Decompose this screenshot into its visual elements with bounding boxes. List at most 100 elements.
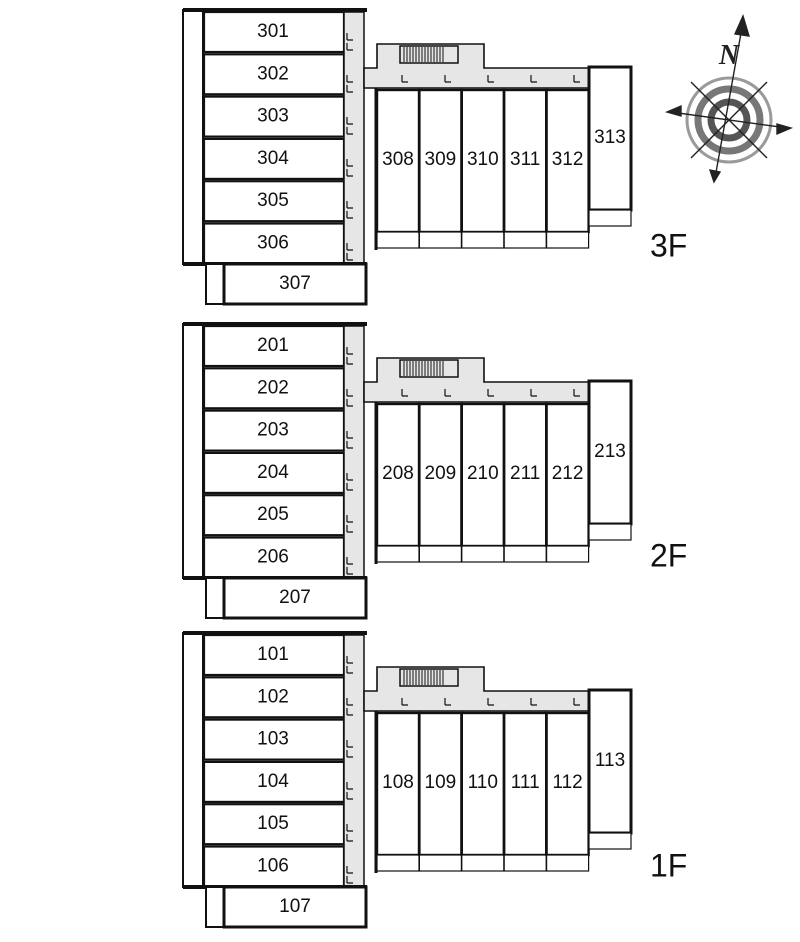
unit-103 <box>202 718 346 761</box>
unit-label-313: 313 <box>594 127 626 148</box>
door-mark <box>346 243 353 251</box>
unit-303 <box>202 95 346 138</box>
unit-113 <box>587 688 633 835</box>
balcony-213 <box>588 523 632 541</box>
door-mark <box>573 75 580 83</box>
balcony-113 <box>588 832 632 850</box>
door-mark <box>573 698 580 706</box>
unit-101 <box>202 633 346 677</box>
door-mark <box>444 75 451 83</box>
floor-label-1f: 1F <box>650 847 687 883</box>
door-mark <box>346 824 353 832</box>
door-mark <box>346 567 353 575</box>
unit-label-205: 205 <box>257 504 289 525</box>
unit-label-112: 112 <box>552 772 582 793</box>
unit-102 <box>202 676 346 719</box>
door-mark <box>487 389 494 397</box>
door-mark <box>487 75 494 83</box>
door-mark <box>346 127 353 135</box>
unit-label-210: 210 <box>467 463 499 484</box>
unit-label-108: 108 <box>382 772 414 793</box>
unit-label-111: 111 <box>511 772 540 793</box>
balcony-208 <box>376 545 420 563</box>
unit-311 <box>503 88 548 234</box>
door-mark <box>346 159 353 167</box>
unit-207 <box>222 576 368 620</box>
door-mark <box>346 347 353 355</box>
unit-label-302: 302 <box>257 63 289 84</box>
balcony-108 <box>376 854 420 872</box>
north-arrow-icon <box>733 13 750 37</box>
unit-label-101: 101 <box>257 644 289 665</box>
door-mark <box>346 782 353 790</box>
door-mark <box>573 389 580 397</box>
door-mark <box>346 201 353 209</box>
unit-302 <box>202 53 346 96</box>
balcony-309 <box>418 231 462 249</box>
balcony-209 <box>418 545 462 563</box>
compass-rose: N <box>664 13 794 184</box>
door-mark <box>346 431 353 439</box>
west-balcony <box>182 323 204 579</box>
unit-label-110: 110 <box>468 772 498 793</box>
unit-label-209: 209 <box>425 463 457 484</box>
unit-label-106: 106 <box>257 856 289 877</box>
unit-label-105: 105 <box>257 813 289 834</box>
unit-label-103: 103 <box>257 729 289 750</box>
unit-309 <box>418 88 463 234</box>
door-mark <box>346 876 353 884</box>
unit-label-306: 306 <box>257 233 289 254</box>
unit-label-301: 301 <box>257 21 289 42</box>
west-balcony <box>182 9 204 265</box>
unit-label-206: 206 <box>257 547 289 568</box>
unit-210 <box>460 402 505 548</box>
unit-105 <box>202 803 346 846</box>
balcony-311 <box>503 231 547 249</box>
unit-106 <box>202 845 346 888</box>
unit-110 <box>460 711 505 857</box>
door-mark <box>346 357 353 365</box>
unit-label-304: 304 <box>257 148 289 169</box>
door-mark <box>346 389 353 397</box>
balcony-211 <box>503 545 547 563</box>
stair-hall <box>363 666 591 712</box>
door-mark <box>346 792 353 800</box>
end-unit-balcony <box>205 577 225 619</box>
floor-label-3f: 3F <box>650 227 687 263</box>
unit-label-104: 104 <box>257 771 289 792</box>
unit-313 <box>587 65 633 212</box>
door-mark <box>346 525 353 533</box>
unit-307 <box>222 262 368 306</box>
unit-312 <box>545 88 590 234</box>
door-mark <box>346 473 353 481</box>
stairs-icon <box>399 359 459 378</box>
unit-212 <box>545 402 590 548</box>
door-mark <box>401 75 408 83</box>
unit-label-308: 308 <box>382 149 414 170</box>
unit-label-307: 307 <box>279 273 311 294</box>
unit-label-310: 310 <box>467 149 499 170</box>
door-mark <box>346 33 353 41</box>
balcony-313 <box>588 209 632 227</box>
compass-outer-ring <box>685 76 773 164</box>
balcony-112 <box>545 854 590 872</box>
balcony-111 <box>503 854 547 872</box>
door-mark <box>346 708 353 716</box>
unit-label-207: 207 <box>279 587 311 608</box>
stairs-outline <box>399 359 459 378</box>
unit-label-311: 311 <box>510 149 540 170</box>
floor-label-2f: 2F <box>650 537 687 573</box>
door-mark <box>346 834 353 842</box>
door-mark <box>346 666 353 674</box>
unit-label-102: 102 <box>257 686 289 707</box>
unit-label-213: 213 <box>594 441 626 462</box>
west-balcony <box>182 632 204 888</box>
balcony-310 <box>461 231 505 249</box>
door-mark <box>530 75 537 83</box>
door-mark <box>444 389 451 397</box>
